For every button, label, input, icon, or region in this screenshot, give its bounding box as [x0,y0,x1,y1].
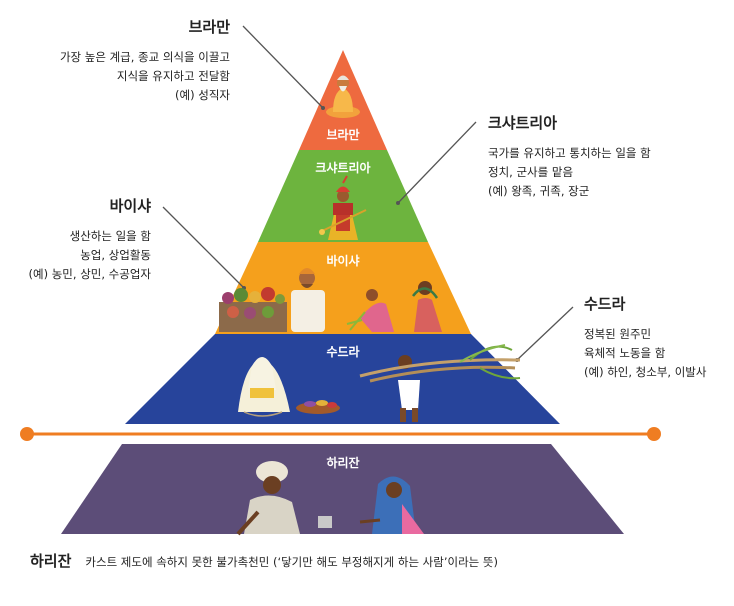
harijan-footer: 하리잔 카스트 제도에 속하지 못한 불가촉천민 (‘닿기만 해도 부정해지게 하… [30,550,498,571]
vaishya-line-2: 농업, 상업활동 [80,248,151,262]
brahmin-line-1: 가장 높은 계급, 종교 의식을 이끌고 [59,50,230,64]
shudra-band [125,334,560,424]
laborer-icon [359,344,521,422]
kshatriya-line-2: 정치, 군사를 맡음 [488,165,574,179]
brahmin-line-2: 지식을 유지하고 전달함 [116,69,230,83]
vaishya-line-1: 생산하는 일을 함 [69,229,151,243]
shudra-line-2: 육체적 노동을 함 [584,346,666,360]
merchant-fruit-icon [219,287,287,332]
kshatriya-description: 크샤트리아 국가를 유지하고 통치하는 일을 함 정치, 군사를 맡음 (예) … [488,112,651,201]
kshatriya-line-3: (예) 왕족, 귀족, 장군 [488,184,590,198]
leader-line-shudra [516,306,574,361]
harijan-footer-text: 카스트 제도에 속하지 못한 불가촉천민 (‘닿기만 해도 부정해지게 하는 사… [85,555,498,569]
brahmin-line-3: (예) 성직자 [175,88,230,102]
divider-right-dot [647,427,661,441]
leader-line-brahmin [242,25,324,109]
harijan-footer-title: 하리잔 [30,552,72,570]
band-label-kshatriya: 크샤트리아 [315,160,370,175]
band-label-vaishya: 바이샤 [326,253,359,268]
seated-priest-icon [326,75,360,118]
brahmin-description: 브라만 가장 높은 계급, 종교 의식을 이끌고 지식을 유지하고 전달함 (예… [60,16,230,105]
vaishya-description: 바이샤 생산하는 일을 함 농업, 상업활동 (예) 농민, 상민, 수공업자 [29,195,151,284]
shudra-description: 수드라 정복된 원주민 육체적 노동을 함 (예) 하인, 청소부, 이발사 [584,293,706,382]
leader-line-vaishya [162,206,245,289]
king-icon [319,175,367,240]
kshatriya-line-1: 국가를 유지하고 통치하는 일을 함 [488,146,651,160]
vaishya-title: 바이샤 [109,197,151,215]
shudra-line-3: (예) 하인, 청소부, 이발사 [584,365,707,379]
leader-dot-brahmin [321,106,325,110]
shudra-title: 수드라 [584,295,626,313]
outcast-people-icon [236,461,424,536]
vaishya-line-3: (예) 농민, 상민, 수공업자 [28,267,151,281]
shudra-line-1: 정복된 원주민 [584,327,652,341]
leader-line-kshatriya [397,121,477,204]
harijan-band [61,444,624,534]
band-label-brahmin: 브라만 [326,127,359,142]
merchant-man-icon [291,268,325,332]
farmer-icon [346,281,442,332]
leader-dot-kshatriya [396,201,400,205]
divider-left-dot [20,427,34,441]
kshatriya-title: 크샤트리아 [488,114,558,132]
band-label-harijan: 하리잔 [326,455,359,470]
brahmin-title: 브라만 [188,18,230,36]
band-label-shudra: 수드라 [326,344,359,359]
woman-cooking-icon [238,357,340,417]
